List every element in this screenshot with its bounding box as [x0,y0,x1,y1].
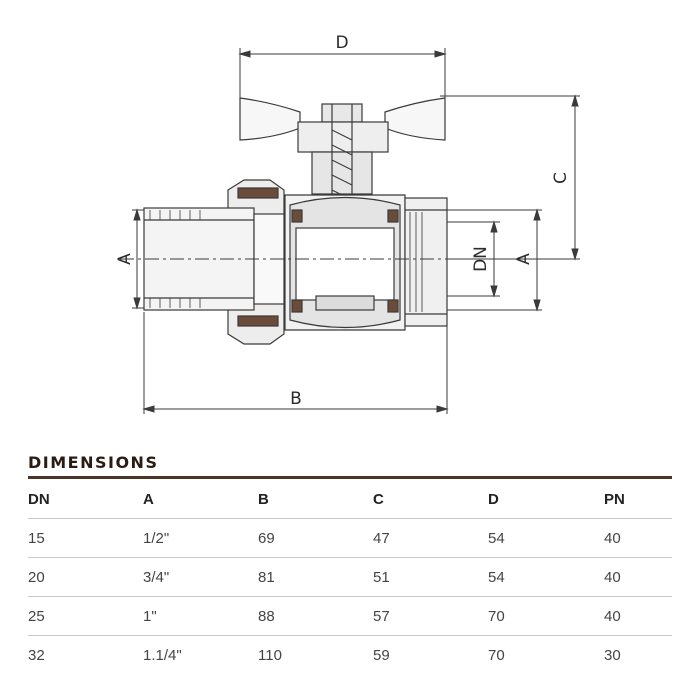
header-dn: DN [28,480,143,519]
cell-pn: 30 [604,646,621,664]
cell-pn: 40 [604,518,672,558]
cell-d: 70 [488,596,604,636]
label-dn: DN [471,246,491,272]
label-a-right: A [514,253,534,265]
cell-b: 88 [258,596,373,636]
cell-b: 81 [258,557,373,597]
cell-dn: 25 [28,596,143,636]
cell-d: 70 [488,646,505,664]
table-row: 25 1" 88 57 70 40 [28,596,672,636]
cell-d: 54 [488,518,604,558]
cell-dn: 15 [28,518,143,558]
label-d: D [335,33,348,53]
table-header-row: DN A B C D PN [28,480,672,519]
cell-a: 3/4" [143,557,258,597]
cell-pn: 40 [604,557,672,597]
cell-c: 51 [373,557,488,597]
table-row: 32 1.1/4" 110 59 70 30 [28,636,672,675]
cell-a: 1" [143,596,258,636]
cell-b: 69 [258,518,373,558]
cell-a: 1/2" [143,518,258,558]
cell-dn: 20 [28,557,143,597]
header-pn: PN [604,480,672,519]
cell-c: 57 [373,596,488,636]
label-c: C [551,172,571,184]
cell-a: 1.1/4" [143,646,182,664]
header-b: B [258,480,373,519]
cell-b: 110 [258,646,282,664]
dimensions-table: DN A B C D PN 15 1/2" 69 47 54 40 20 3/4… [28,480,672,674]
title-divider [28,476,672,479]
label-b: B [290,389,302,409]
label-a-left: A [115,253,135,265]
header-d: D [488,480,604,519]
header-c: C [373,480,488,519]
cell-c: 47 [373,518,488,558]
valve-drawing-svg: D C A DN A B [115,33,580,414]
table-row: 20 3/4" 81 51 54 40 [28,557,672,597]
valve-technical-drawing: D C A DN A B [115,33,580,414]
header-a: A [143,480,258,519]
cell-pn: 40 [604,596,672,636]
cell-dn: 32 [28,646,45,664]
cell-d: 54 [488,557,604,597]
dimensions-title: DIMENSIONS [28,453,159,472]
cell-c: 59 [373,646,390,664]
table-row: 15 1/2" 69 47 54 40 [28,518,672,558]
